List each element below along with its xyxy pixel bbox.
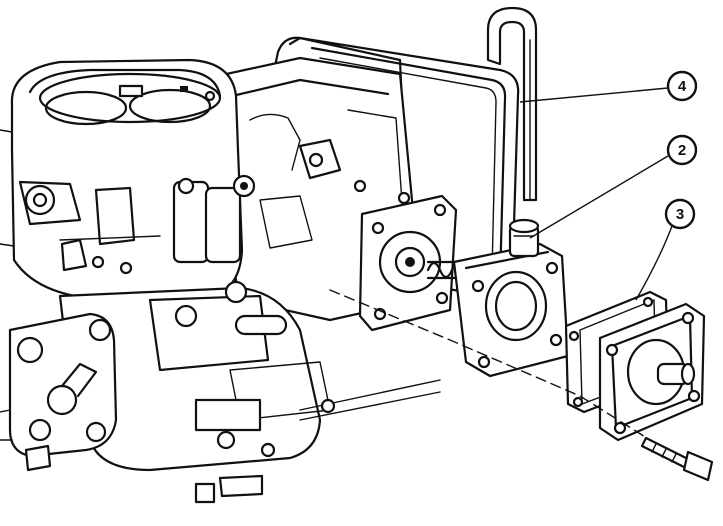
callout-4-circle	[666, 70, 698, 102]
callout-2: 2	[529, 134, 698, 239]
callout-2-circle	[666, 134, 698, 166]
callout-4-leader	[519, 87, 669, 103]
callout-3-circle	[664, 198, 696, 230]
callout-2-leader	[529, 155, 669, 239]
mounting-screw	[640, 436, 714, 482]
callout-3-label: 3	[676, 206, 684, 223]
vent-tube	[486, 6, 538, 202]
cover-plate[interactable]	[598, 302, 706, 442]
carburetor-main-body	[0, 58, 256, 302]
callout-3-leader	[635, 225, 673, 301]
callout-4: 4	[519, 70, 698, 103]
diaphragm-housing[interactable]	[452, 218, 570, 378]
gasket-inner	[358, 194, 458, 332]
throttle-body-base	[58, 280, 441, 504]
callout-2-label: 2	[678, 142, 686, 159]
callout-4-label: 4	[678, 78, 687, 95]
linkage-mechanism	[0, 312, 118, 472]
callout-3: 3	[635, 198, 696, 301]
assembly-axis-line	[329, 289, 651, 441]
